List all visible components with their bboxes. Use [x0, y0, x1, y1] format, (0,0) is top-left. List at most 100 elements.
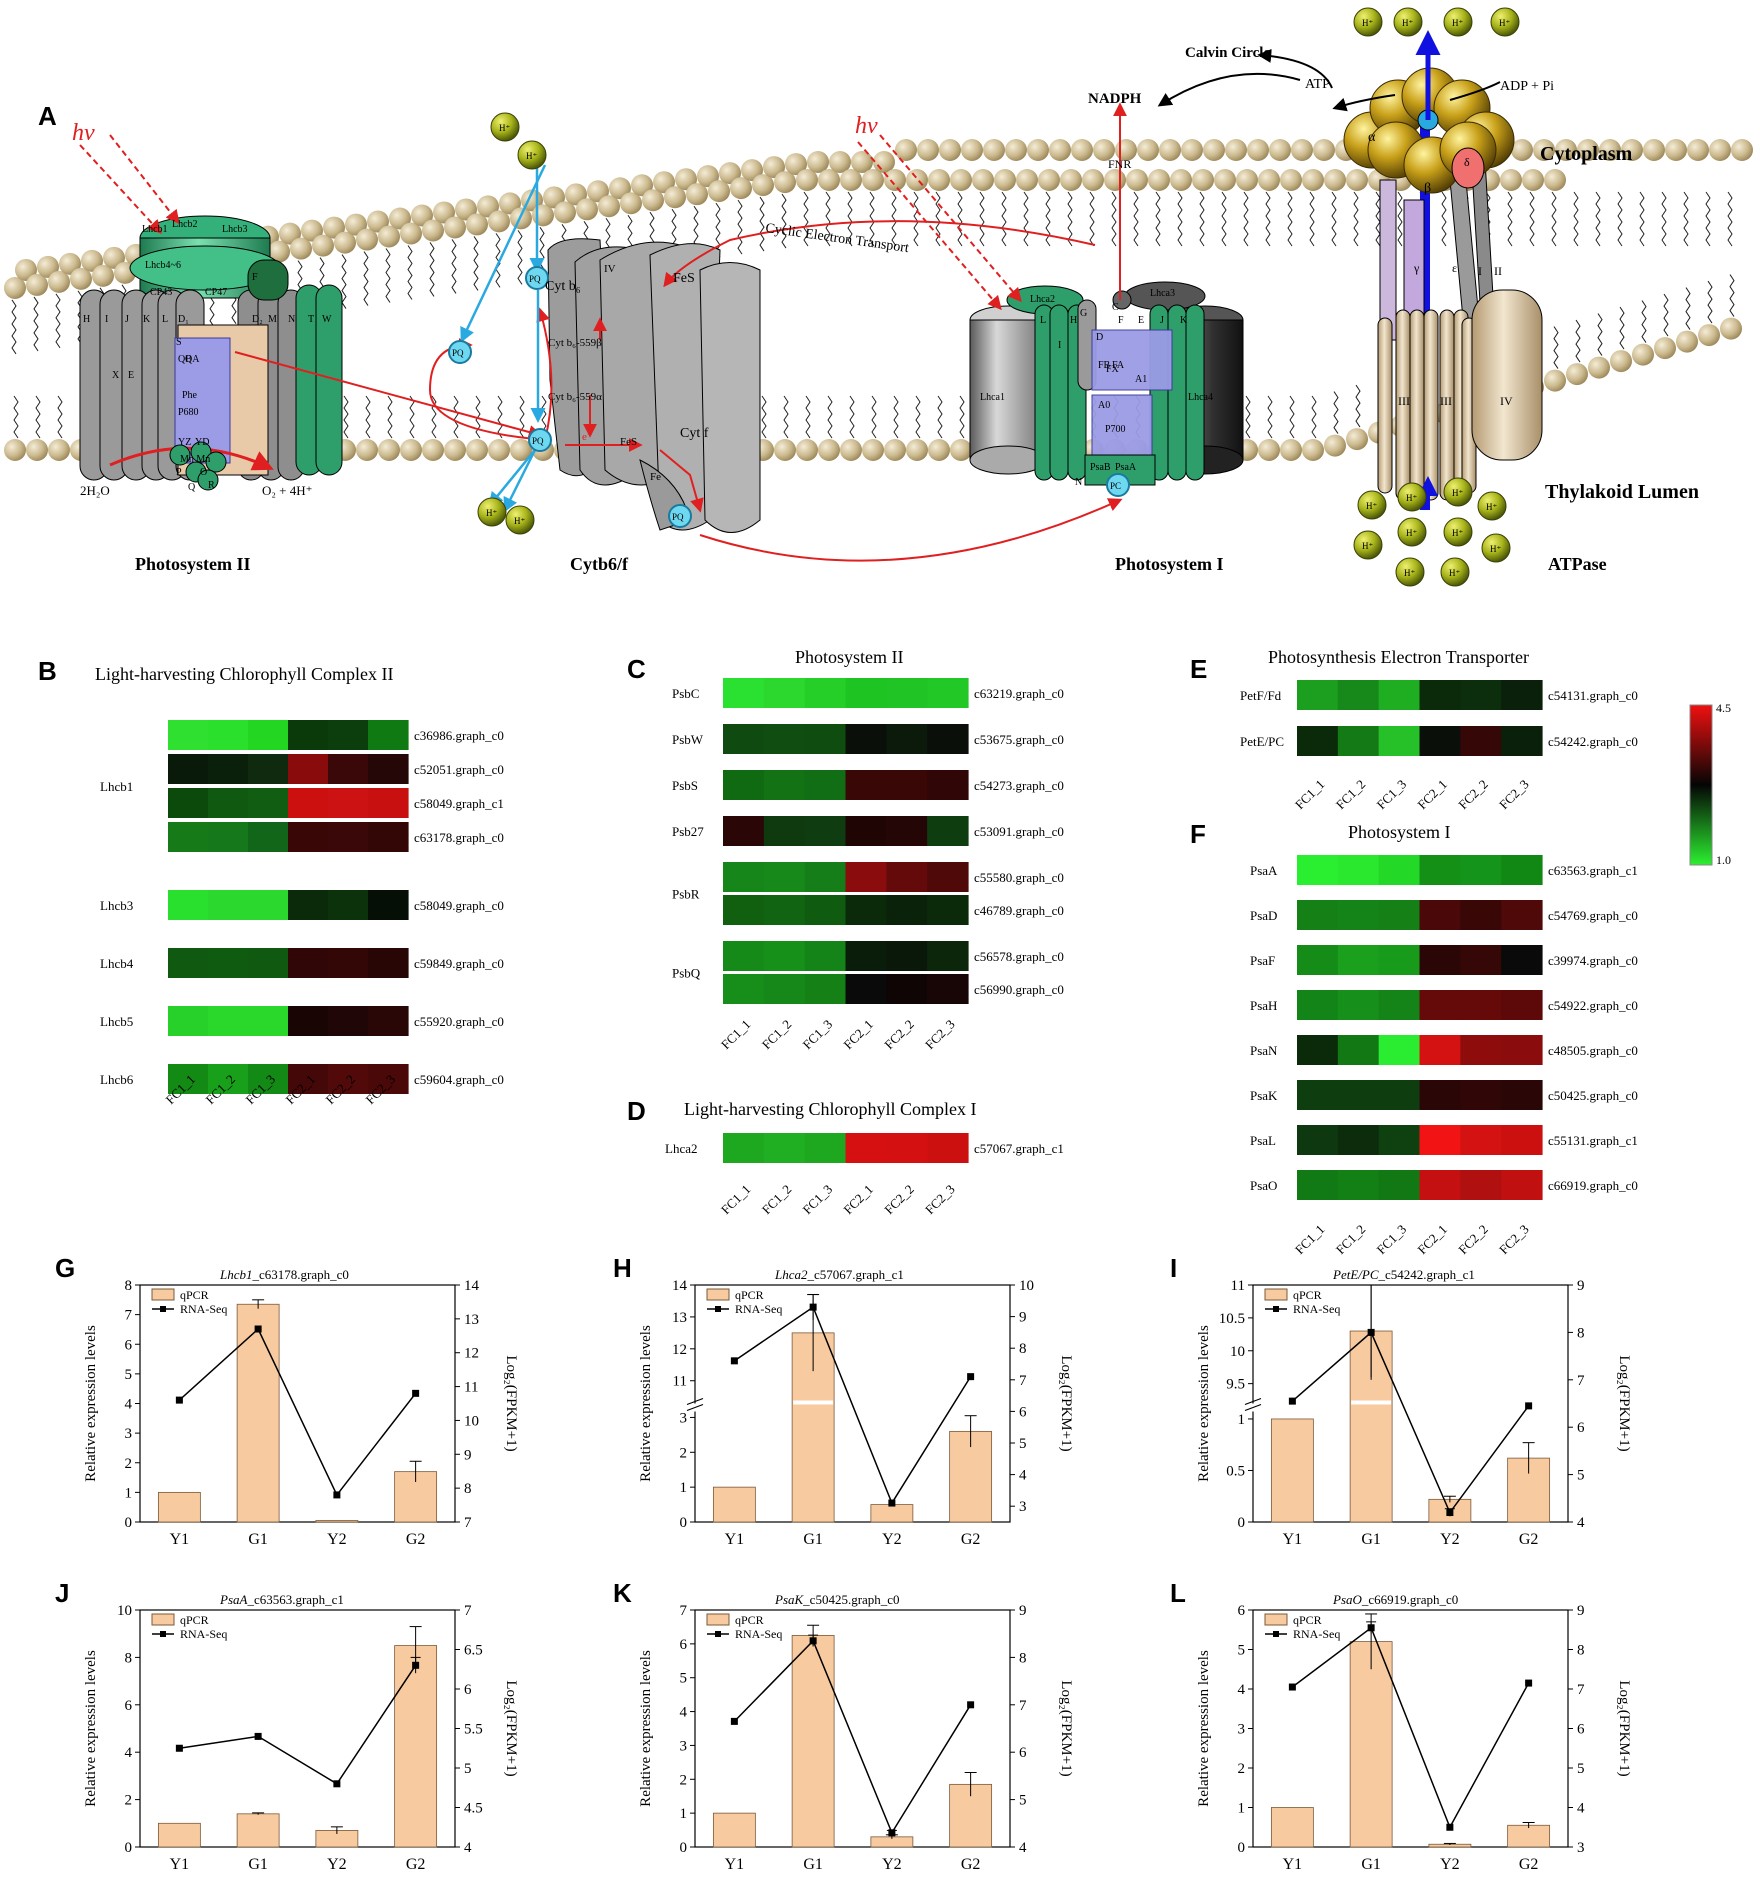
- lipid-tail: [1441, 191, 1447, 247]
- heatmap-cell: [328, 822, 369, 852]
- gene-id-label: c66919.graph_c0: [1548, 1178, 1638, 1193]
- heatmap-cell: [328, 948, 369, 978]
- lipid-head: [1170, 169, 1192, 191]
- lipid-tail: [453, 395, 459, 439]
- lipid-head: [774, 439, 796, 461]
- psii-subunit-label: R: [208, 480, 215, 491]
- heatmap-cell: [845, 941, 887, 971]
- legend-label: qPCR: [1293, 1613, 1322, 1627]
- legend-label: RNA-Seq: [735, 1627, 782, 1641]
- heatmap-cell: [248, 1006, 289, 1036]
- atpase-label: III: [1398, 394, 1410, 408]
- lipid-tail: [429, 242, 435, 297]
- psii-subunit-label: Lhcb2: [172, 219, 198, 230]
- carrier-label: PQ: [672, 512, 684, 522]
- heatmap-cell: [845, 1133, 887, 1163]
- heatmap-cell: [1419, 726, 1461, 756]
- heatmap-cell: [1337, 855, 1380, 885]
- lipid-tail: [387, 395, 393, 439]
- lipid-head: [378, 439, 400, 461]
- complex-label: ATPase: [1548, 554, 1607, 574]
- heatmap-cell: [1460, 1125, 1502, 1155]
- lipid-head: [1610, 350, 1632, 373]
- chart-title-gene: Lhcb1: [219, 1267, 253, 1282]
- chart-title-id: _c63178.graph_c0: [252, 1267, 349, 1282]
- lipid-tail: [849, 395, 855, 439]
- lipid-tail: [1309, 191, 1315, 247]
- rnaseq-line: [178, 1327, 417, 1497]
- heatmap-cell: [886, 862, 928, 892]
- qpcr-bar: [236, 1813, 280, 1848]
- y-axis-label: Relative expression levels: [638, 1325, 654, 1482]
- lipid-tail: [55, 293, 61, 349]
- lipid-tail: [1155, 191, 1161, 247]
- y2-axis-label: Log₂(FPKM+1): [503, 1680, 519, 1776]
- heatmap-cell: [368, 720, 409, 750]
- heatmap-cell: [1460, 680, 1502, 710]
- psii-subunit-label: Lhcb4~6: [145, 260, 181, 271]
- lipid-tail: [957, 191, 963, 247]
- cyclic-label: Cyclic Electron Transport: [764, 221, 909, 256]
- psii-subunit-label: D₂: [252, 314, 263, 325]
- chart-title-id: _c63563.graph_c1: [246, 1592, 343, 1607]
- y-tick-label: 0: [1238, 1840, 1246, 1856]
- psii-subunit-label: T: [308, 314, 314, 325]
- calvin-label: Calvin Circle: [1185, 45, 1270, 61]
- lipid-head: [664, 186, 686, 209]
- lipid-head: [268, 240, 290, 263]
- heatmap-cell: [288, 890, 329, 920]
- qpcr-bar: [1507, 1824, 1551, 1848]
- lumen-label: Thylakoid Lumen: [1545, 481, 1699, 503]
- lipid-tail: [35, 395, 41, 439]
- sample-label: FC2_3: [1496, 777, 1532, 813]
- lipid-tail: [451, 239, 457, 294]
- atpase-label: β: [1424, 181, 1431, 196]
- heatmap-cell: [328, 754, 369, 784]
- heatmap-cell: [208, 948, 249, 978]
- lipid-head: [1313, 139, 1335, 161]
- y-tick-label: 2: [1238, 1761, 1246, 1777]
- sample-label: FC1_2: [759, 1182, 795, 1218]
- psii-subunit-label: QA: [185, 354, 200, 365]
- y2-tick-label: 8: [1019, 1650, 1027, 1666]
- qpcr-bar: [870, 1504, 914, 1523]
- lipid-head: [1577, 139, 1599, 161]
- heatmap-cell: [208, 822, 249, 852]
- lipid-tail: [1331, 191, 1337, 247]
- gene-group-label: PsbW: [672, 732, 704, 747]
- lipid-tail: [517, 230, 523, 285]
- lipid-head: [730, 177, 752, 200]
- lipid-head: [444, 439, 466, 461]
- heatmap-cell: [804, 724, 847, 754]
- chart-title: Lhcb1_c63178.graph_c0: [219, 1267, 349, 1282]
- rnaseq-point: [175, 1744, 183, 1752]
- cyt-label: IV: [604, 263, 616, 275]
- gene-id-label: c54131.graph_c0: [1548, 688, 1638, 703]
- lipid-tail: [937, 395, 943, 439]
- lipid-head: [1544, 369, 1566, 392]
- atpase-label: III: [1440, 394, 1452, 408]
- lipid-tail: [473, 236, 479, 291]
- psii-subunit-label: Q: [188, 482, 196, 493]
- qpcr-bar: [712, 1486, 756, 1523]
- x-tick-label: G2: [1519, 1531, 1539, 1548]
- y2-tick-label: 6: [1577, 1722, 1585, 1738]
- heatmap-cell: [1297, 945, 1339, 975]
- heatmap-cell: [168, 720, 209, 750]
- heatmap-cell: [927, 678, 969, 708]
- y-tick-label: 6: [125, 1698, 133, 1714]
- cyt-label: FeS: [620, 436, 637, 448]
- heatmap-cell: [927, 1133, 969, 1163]
- y2-tick-label: 9: [1577, 1278, 1585, 1294]
- heatmap-cell: [1501, 680, 1543, 710]
- lipid-head: [939, 139, 961, 161]
- lipid-tail: [803, 191, 809, 247]
- lipid-tail: [341, 254, 347, 309]
- lipid-head: [26, 273, 48, 296]
- heatmap-cell: [288, 754, 329, 784]
- proton-ball: [1443, 477, 1473, 507]
- legend-label: qPCR: [735, 1288, 764, 1302]
- qpcr-bar: [157, 1822, 201, 1848]
